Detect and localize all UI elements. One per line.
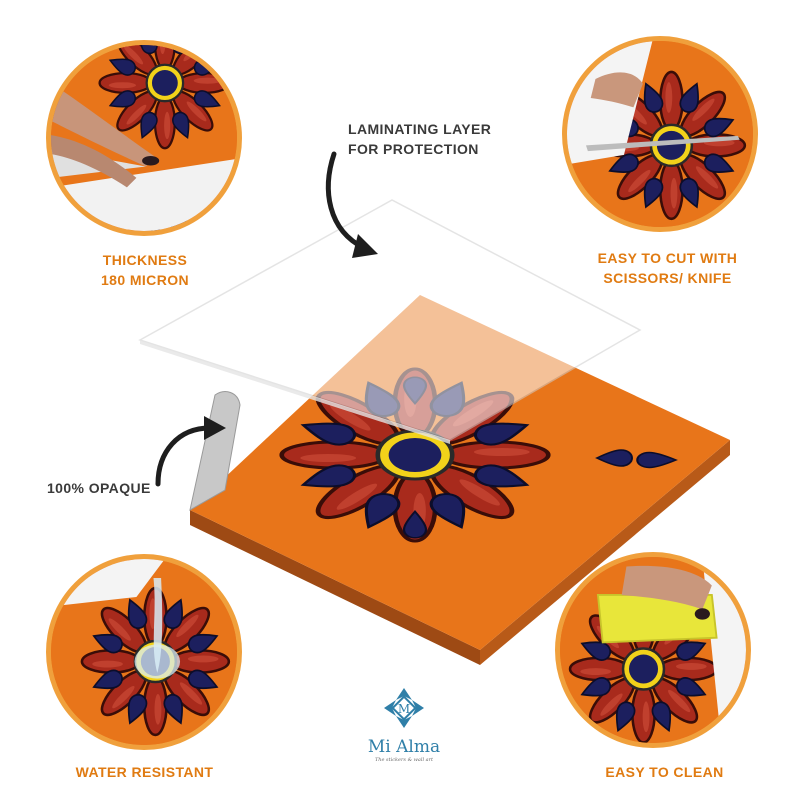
opaque-label: 100% OPAQUE: [47, 480, 151, 496]
cut-label-line1: EASY TO CUT WITH: [597, 250, 738, 266]
thickness-label: THICKNESS 180 MICRON: [70, 250, 220, 290]
clean-photo: [555, 552, 751, 748]
curved-arrow-icon: [155, 416, 226, 487]
thickness-photo: [46, 40, 242, 236]
cut-photo: [562, 36, 758, 232]
tile-illustration: [138, 199, 730, 665]
brand-name: Mi Alma: [367, 737, 441, 757]
clean-label: EASY TO CLEAN: [605, 764, 724, 780]
laminating-label-line1: LAMINATING LAYER: [348, 121, 492, 137]
svg-text:M: M: [398, 702, 410, 716]
laminating-label: LAMINATING LAYER FOR PROTECTION: [348, 119, 491, 159]
laminating-label-line2: FOR PROTECTION: [348, 141, 479, 157]
cut-label: EASY TO CUT WITH SCISSORS/ KNIFE: [580, 248, 755, 288]
water-label: WATER RESISTANT: [75, 764, 214, 780]
thickness-label-line1: THICKNESS: [102, 252, 188, 268]
brand-tagline: The stickers & wall art: [374, 757, 434, 763]
curved-arrow-icon: [325, 151, 378, 258]
thickness-label-line2: 180 MICRON: [100, 272, 190, 288]
cut-label-line2: SCISSORS/ KNIFE: [603, 270, 732, 286]
water-photo: [46, 554, 242, 750]
mandala-logo-icon: M: [384, 688, 424, 728]
brand-logo: M Mi Alma The stickers & wall art: [352, 686, 456, 763]
